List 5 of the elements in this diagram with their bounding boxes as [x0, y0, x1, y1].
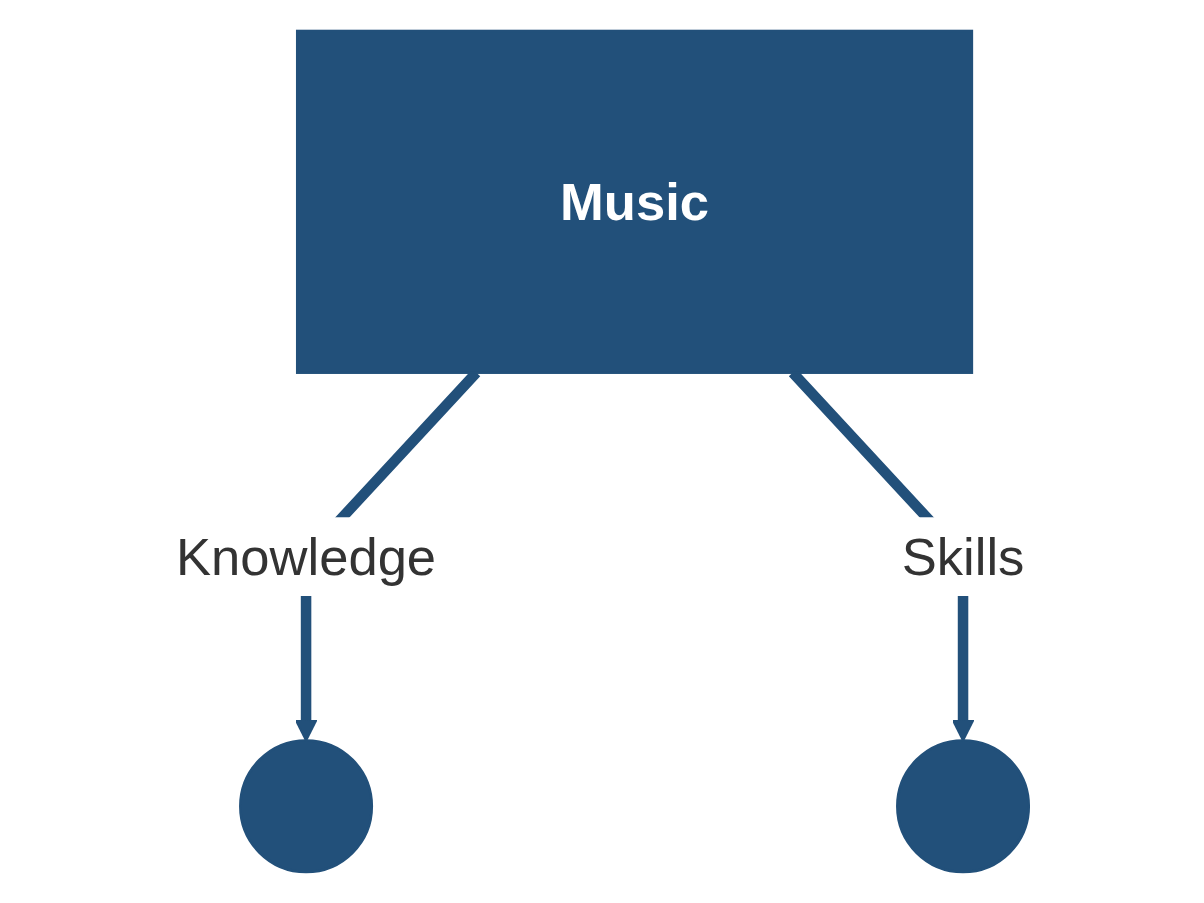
node-circle: [238, 739, 373, 874]
edge-label: Knowledge: [175, 527, 436, 586]
node-circle: [895, 739, 1030, 874]
node-box: Music: [295, 29, 973, 374]
edge-label: Skills: [901, 527, 1024, 586]
